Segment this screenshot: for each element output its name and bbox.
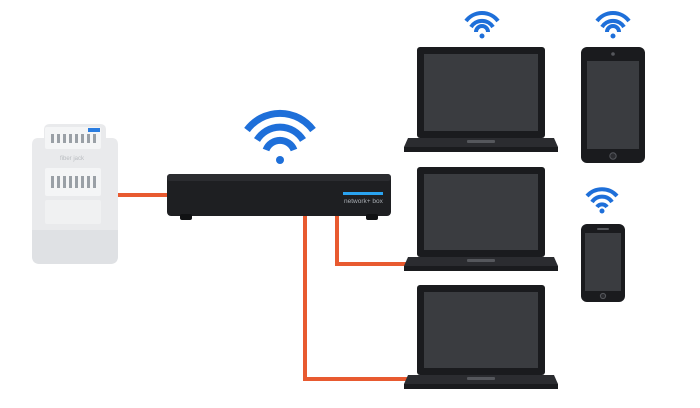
fiber-jack-label: fiber jack (60, 156, 85, 162)
tablet-icon (581, 47, 645, 163)
network-box: network+ box (167, 174, 391, 220)
laptop-icon (404, 167, 558, 271)
network-box-label: network+ box (344, 198, 384, 205)
wifi-icon (464, 11, 500, 39)
wifi-icon (595, 11, 631, 39)
wifi-icon (244, 109, 316, 164)
ethernet-cables (108, 193, 415, 381)
cable-box-to-laptop-bottom (303, 215, 412, 381)
fiber-jack: fiber jack (32, 124, 118, 264)
cable-box-to-laptop-middle (335, 215, 415, 266)
laptop-icon (404, 47, 558, 152)
phone-icon (581, 224, 625, 302)
wifi-icon (585, 187, 619, 214)
laptop-icon (404, 285, 558, 389)
